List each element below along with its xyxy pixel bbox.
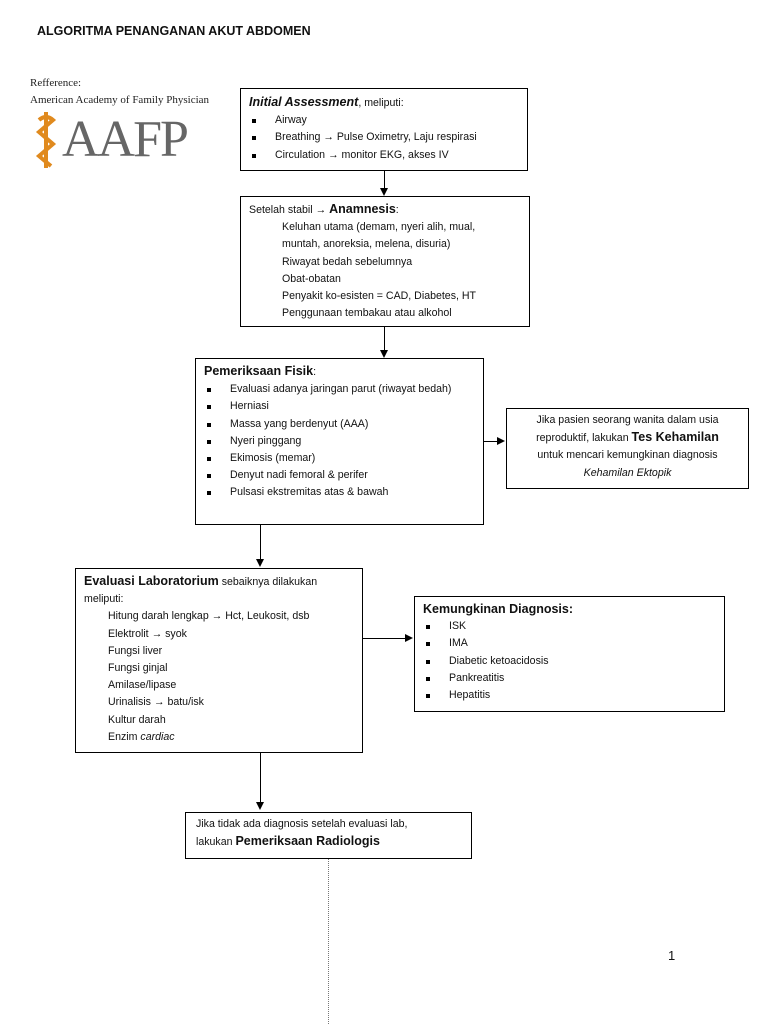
list-item: Pankreatitis	[415, 670, 716, 687]
reference-label: Refference:	[30, 77, 82, 89]
arrow-right-icon	[497, 437, 505, 445]
list-item: Fungsi liver	[108, 644, 163, 657]
kehamilan-line2: reproduktif, lakukan	[536, 432, 632, 445]
list-item: Circulation → monitor EKG, akses IV	[241, 147, 519, 164]
radiologi-bold: Pemeriksaan Radiologis	[235, 834, 380, 849]
lab-suffix: sebaiknya dilakukan	[218, 576, 318, 588]
evaluasi-laboratorium-box: Evaluasi Laboratorium sebaiknya dilakuka…	[75, 568, 363, 753]
anamnesis-prefix: Setelah stabil →	[249, 204, 330, 216]
list-item: muntah, anoreksia, melena, disuria)	[282, 238, 451, 251]
lab-suffix2: meliputi:	[84, 593, 124, 606]
list-item: Hepatitis	[415, 687, 716, 704]
initial-suffix: , meliputi:	[358, 97, 404, 109]
list-item: Breathing → Pulse Oximetry, Laju respira…	[241, 129, 519, 146]
dotted-connector	[328, 859, 329, 1024]
list-item: Nyeri pinggang	[196, 433, 455, 450]
kehamilan-line3: untuk mencari kemungkinan diagnosis	[537, 449, 718, 462]
list-item: Evaluasi adanya jaringan parut (riwayat …	[196, 381, 455, 398]
list-item: Enzim cardiac	[108, 729, 354, 746]
lab-last-italic: cardiac	[140, 730, 175, 743]
lab-heading: Evaluasi Laboratorium	[84, 574, 219, 588]
list-item: Pulsasi ekstremitas atas & bawah	[196, 484, 455, 501]
document-title: ALGORITMA PENANGANAN AKUT ABDOMEN	[37, 24, 311, 38]
list-item: Elektrolit → syok	[108, 627, 187, 640]
list-item: Penggunaan tembakau atau alkohol	[282, 307, 452, 320]
list-item: Ekimosis (memar)	[196, 450, 455, 467]
tes-kehamilan-box: Jika pasien seorang wanita dalam usia re…	[506, 408, 749, 489]
anamnesis-box: Setelah stabil → Anamnesis: Keluhan utam…	[240, 196, 530, 327]
arrow-down-icon	[256, 802, 264, 810]
list-item: Fungsi ginjal	[108, 662, 168, 675]
list-item: Diabetic ketoacidosis	[415, 653, 716, 670]
logo-text: AAFP	[62, 111, 189, 168]
list-item: Airway	[241, 112, 519, 129]
list-item: Kultur darah	[108, 713, 166, 726]
list-item: Urinalisis → batu/isk	[108, 696, 204, 709]
arrow-down-icon	[256, 559, 264, 567]
fisik-heading: Pemeriksaan Fisik	[204, 364, 314, 378]
reference-source: American Academy of Family Physician	[30, 94, 210, 106]
arrow-down-icon	[380, 350, 388, 358]
anamnesis-heading: Anamnesis	[329, 202, 396, 216]
list-item: Obat-obatan	[282, 272, 341, 285]
list-item: Massa yang berdenyut (AAA)	[196, 416, 455, 433]
pemeriksaan-radiologis-box: Jika tidak ada diagnosis setelah evaluas…	[185, 812, 472, 859]
list-item: Amilase/lipase	[108, 679, 177, 692]
list-item: ISK	[415, 618, 716, 635]
kehamilan-line1: Jika pasien seorang wanita dalam usia	[536, 414, 719, 426]
list-item: Herniasi	[196, 398, 455, 415]
kehamilan-bold: Tes Kehamilan	[631, 430, 719, 445]
lab-last: Enzim	[108, 730, 141, 743]
kemungkinan-diagnosis-box: Kemungkinan Diagnosis: ISK IMA Diabetic …	[414, 596, 725, 712]
list-item: Hitung darah lengkap → Hct, Leukosit, ds…	[108, 610, 310, 623]
list-item: IMA	[415, 635, 716, 652]
list-item: Denyut nadi femoral & perifer	[196, 467, 455, 484]
page-number: 1	[668, 948, 676, 963]
anamnesis-suffix: :	[395, 204, 399, 216]
diagnosis-heading: Kemungkinan Diagnosis:	[423, 602, 574, 616]
arrow-right-icon	[405, 634, 413, 642]
radiologi-line1: Jika tidak ada diagnosis setelah evaluas…	[196, 818, 408, 830]
initial-heading: Initial Assessment	[249, 95, 359, 109]
caduceus-icon	[35, 112, 57, 168]
list-item: Penyakit ko-esisten = CAD, Diabetes, HT	[282, 290, 477, 303]
list-item: Riwayat bedah sebelumnya	[282, 255, 413, 268]
radiologi-line2: lakukan	[196, 836, 236, 849]
kehamilan-line4: Kehamilan Ektopik	[583, 466, 672, 479]
arrow-down-icon	[380, 188, 388, 196]
fisik-suffix: :	[313, 366, 317, 378]
pemeriksaan-fisik-box: Pemeriksaan Fisik: Evaluasi adanya jarin…	[195, 358, 484, 525]
aafp-logo: AAFP	[34, 110, 189, 170]
list-item: Keluhan utama (demam, nyeri alih, mual,	[282, 221, 476, 234]
